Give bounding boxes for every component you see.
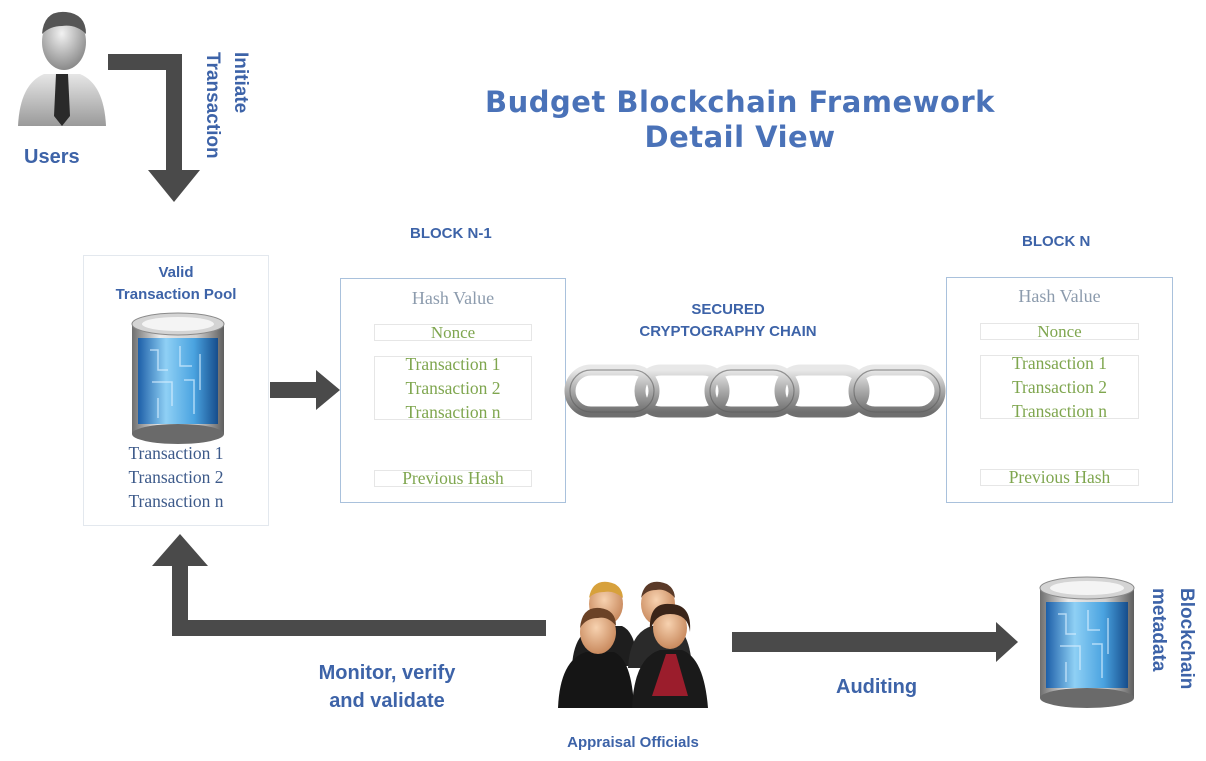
- chain-label-line1: SECURED: [691, 301, 765, 318]
- pool-transaction-1: Transaction 1: [128, 443, 224, 463]
- diagram-title-line2: Detail View: [644, 120, 836, 154]
- pool-to-block-arrow: [270, 370, 340, 410]
- block-n-transactions-field: Transaction 1 Transaction 2 Transaction …: [980, 353, 1139, 421]
- block-n-previous-hash: Previous Hash: [1008, 467, 1111, 487]
- transaction-pool-box: Valid Transaction Pool Transaction 1 Tra…: [83, 255, 269, 526]
- block-n-hash: Hash Value: [1018, 286, 1101, 306]
- pool-transaction-n: Transaction n: [128, 491, 224, 511]
- auditing-arrow: [732, 622, 1018, 662]
- auditing-label: Auditing: [836, 676, 918, 698]
- users-label: Users: [24, 146, 80, 168]
- diagram-title-line1: Budget Blockchain Framework: [485, 85, 995, 119]
- officials-label: Appraisal Officials: [567, 734, 699, 751]
- block-n-nonce-field: Nonce: [980, 322, 1139, 341]
- metadata-label: Blockchain metadata: [1148, 588, 1197, 690]
- monitor-label-line1: Monitor, verify: [318, 662, 456, 684]
- block-prev-nonce-field: Nonce: [374, 323, 532, 342]
- pool-label-line1: Valid: [158, 264, 194, 281]
- chain-icon: [564, 364, 946, 418]
- block-prev-nonce: Nonce: [430, 323, 476, 342]
- metadata-database-icon: [1039, 576, 1135, 708]
- block-n-prevhash-field: Previous Hash: [980, 467, 1139, 487]
- block-n-transaction-2: Transaction 2: [1011, 377, 1108, 397]
- block-prev-transactions-field: Transaction 1 Transaction 2 Transaction …: [374, 354, 532, 422]
- block-prev-hash: Hash Value: [411, 288, 495, 308]
- block-n-box: Hash Value Nonce Transaction 1 Transacti…: [946, 277, 1173, 503]
- block-n-label: BLOCK N: [1022, 233, 1091, 250]
- block-n-nonce: Nonce: [1037, 322, 1082, 341]
- monitor-arrow: [152, 534, 546, 636]
- block-n-transaction-1: Transaction 1: [1011, 353, 1108, 373]
- block-prev-prevhash-field: Previous Hash: [374, 468, 532, 488]
- block-prev-label: BLOCK N-1: [410, 225, 492, 242]
- initiate-transaction-label: Initiate Transaction: [202, 52, 251, 159]
- database-icon: [131, 312, 225, 444]
- group-icon: [558, 581, 708, 708]
- chain-label-line2: CRYPTOGRAPHY CHAIN: [639, 323, 817, 340]
- pool-label-line2: Transaction Pool: [115, 286, 237, 303]
- block-prev-transaction-1: Transaction 1: [405, 354, 501, 374]
- block-prev-previous-hash: Previous Hash: [402, 468, 504, 488]
- user-icon: [18, 11, 106, 126]
- block-n-transaction-n: Transaction n: [1011, 401, 1108, 421]
- block-prev-transaction-2: Transaction 2: [405, 378, 501, 398]
- pool-transaction-2: Transaction 2: [128, 467, 224, 487]
- block-prev-transaction-n: Transaction n: [405, 402, 501, 422]
- monitor-label-line2: and validate: [329, 690, 445, 712]
- initiate-arrow: [108, 54, 200, 202]
- block-prev-box: Hash Value Nonce Transaction 1 Transacti…: [340, 278, 566, 503]
